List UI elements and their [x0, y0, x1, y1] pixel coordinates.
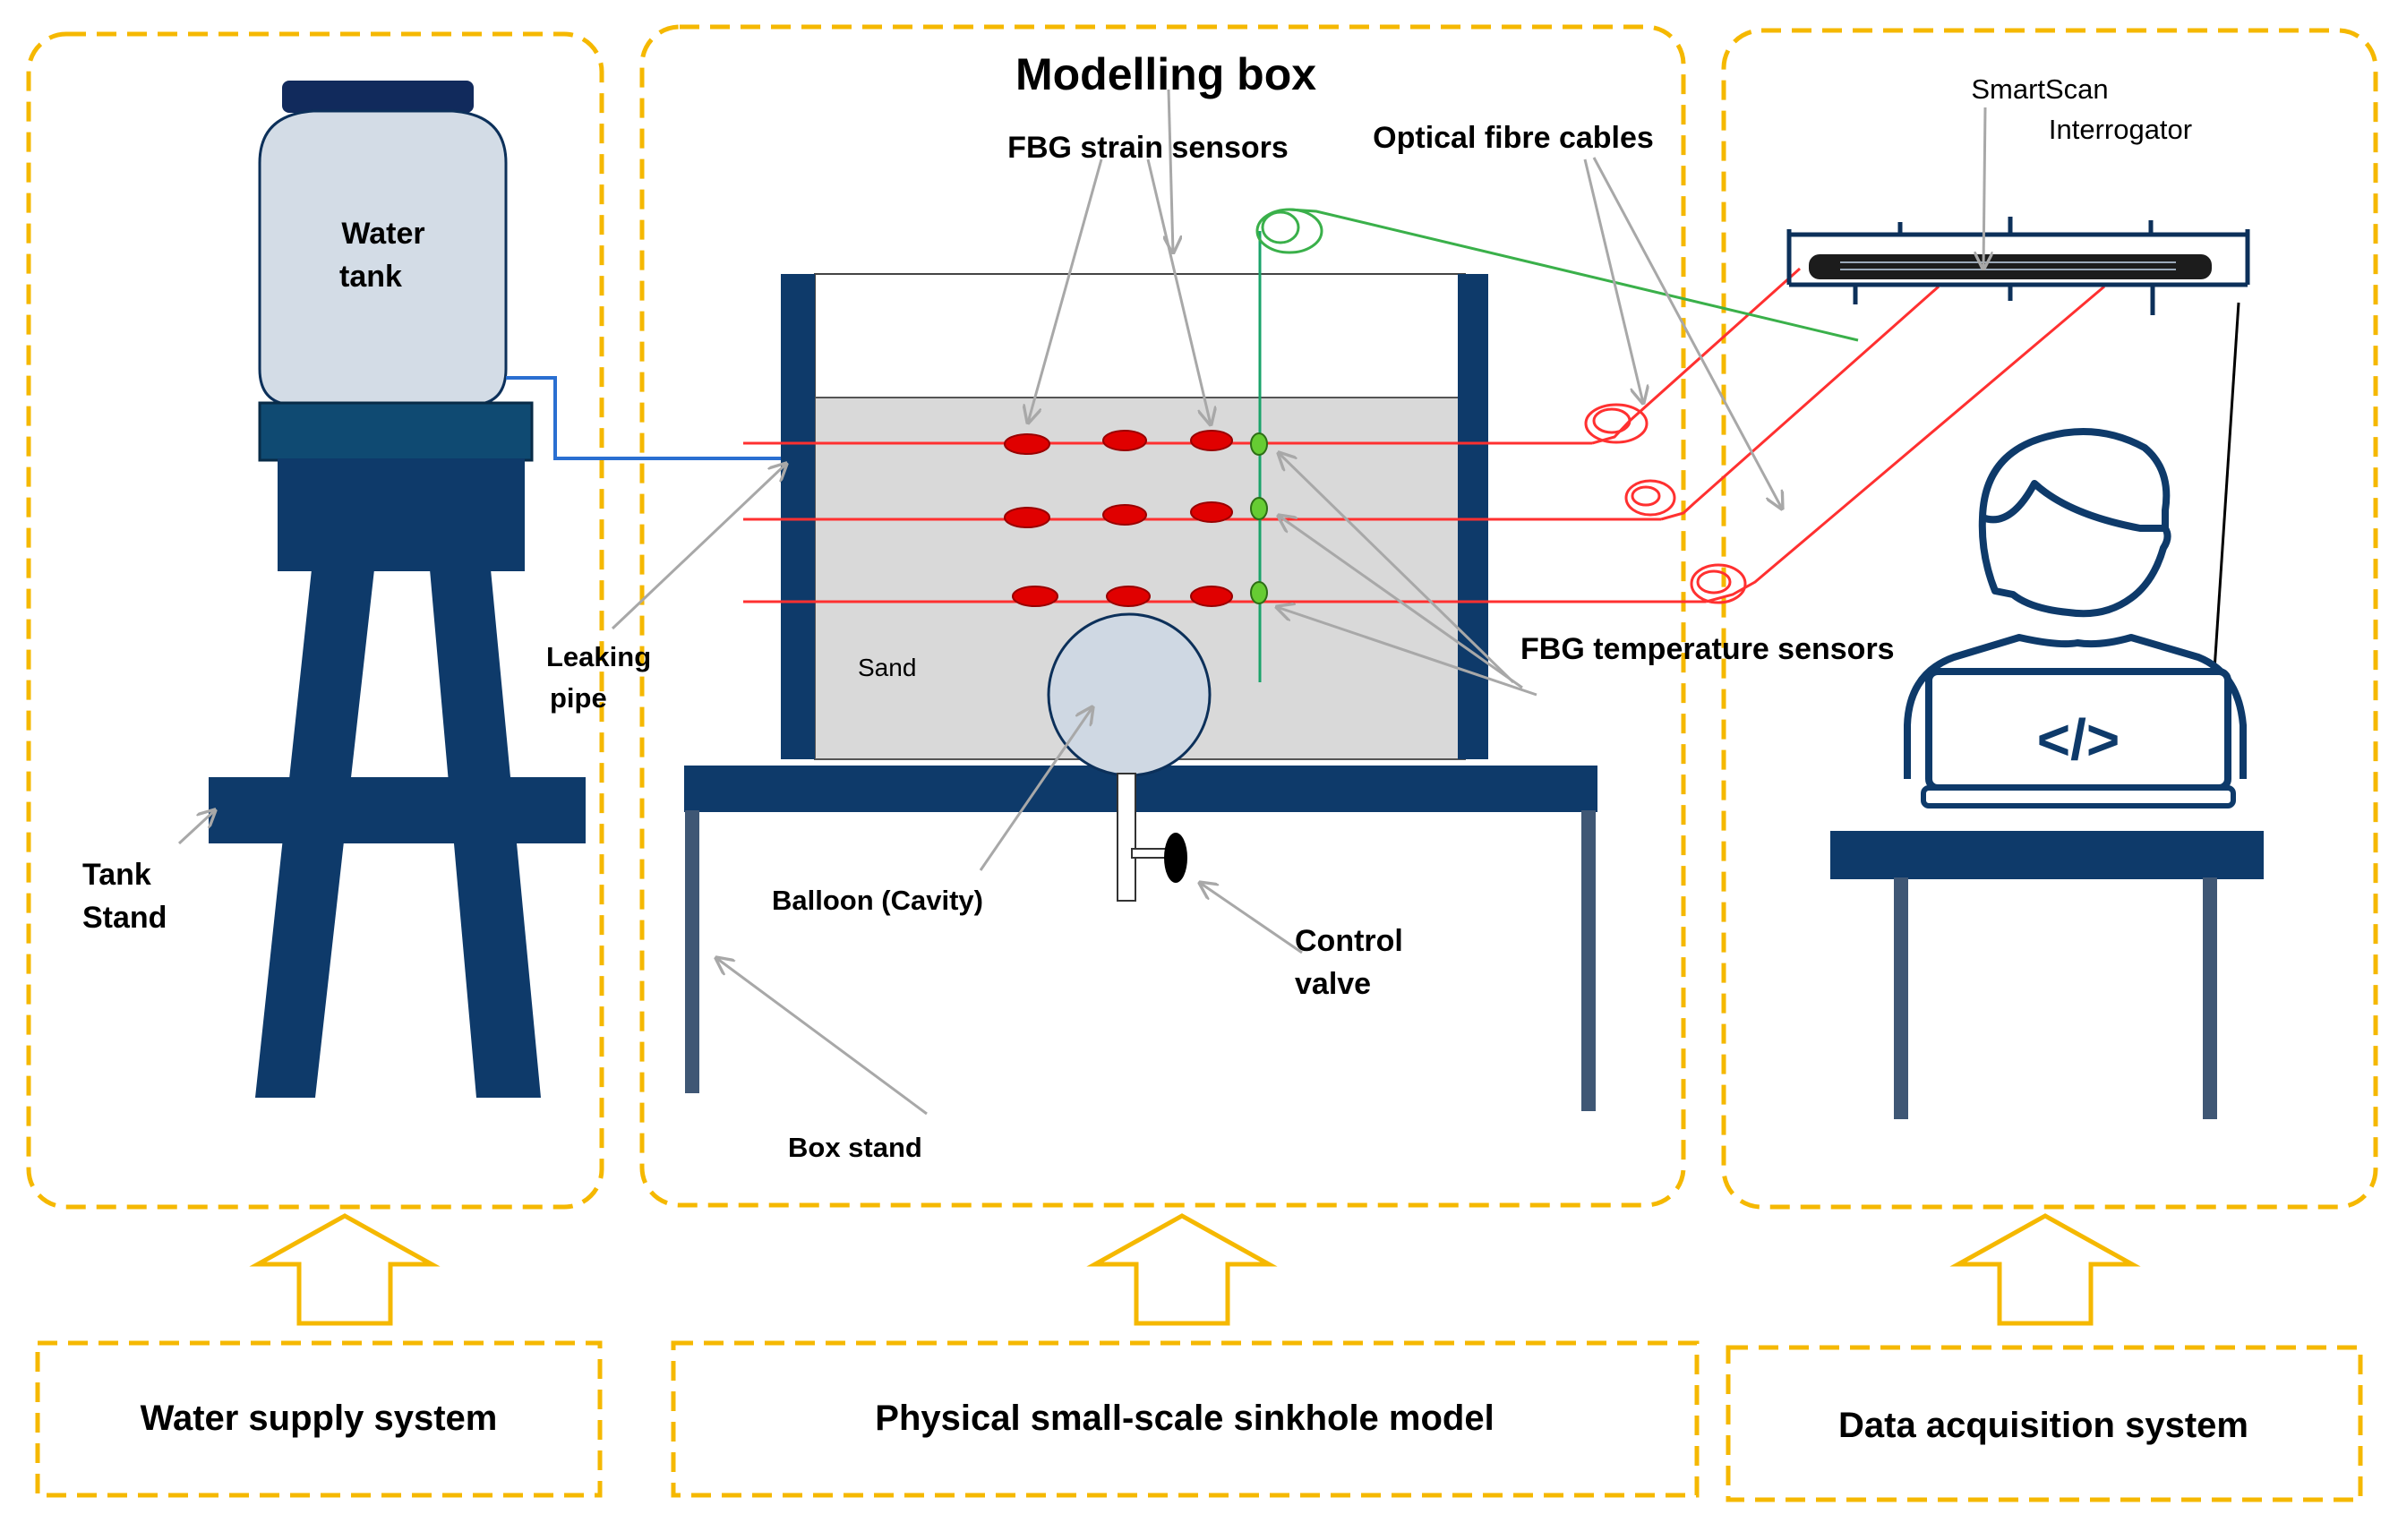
labels: Modelling box FBG strain sensors Optical…	[82, 49, 2248, 1445]
desk-top	[1830, 831, 2264, 879]
data-acquisition-group: </>	[1786, 217, 2264, 1119]
tank-stand-label-1: Tank	[82, 858, 151, 892]
frame-system-model	[671, 1340, 1700, 1498]
strain-sensor	[1102, 504, 1147, 526]
strain-sensors	[1004, 430, 1233, 607]
stand-crossbar	[209, 777, 586, 843]
stand-block	[278, 458, 525, 571]
section-frames	[26, 24, 2378, 1502]
system-label-daq: Data acquisition system	[1838, 1406, 2248, 1445]
strain-sensor	[1102, 430, 1147, 451]
strain-sensor	[1190, 586, 1233, 607]
balloon-label: Balloon (Cavity)	[772, 885, 983, 916]
interrogator-label-2: Interrogator	[2049, 114, 2192, 145]
up-arrow-daq	[1949, 1213, 2141, 1326]
box-wall-left	[781, 274, 815, 759]
tank-stand-label-2: Stand	[82, 901, 167, 935]
table-leg-right	[1581, 810, 1596, 1111]
strain-sensor	[1012, 586, 1058, 607]
interrogator-label-1: SmartScan	[1971, 73, 2108, 105]
strain-sensor	[1004, 433, 1050, 455]
water-tank-label-2: tank	[339, 260, 402, 294]
leaking-pipe-label-1: Leaking	[546, 641, 651, 672]
temperature-sensor	[1250, 497, 1268, 520]
system-label-water: Water supply system	[141, 1399, 498, 1438]
system-label-model: Physical small-scale sinkhole model	[875, 1399, 1494, 1438]
strain-sensor	[1106, 586, 1151, 607]
annotation-arrows	[177, 89, 1985, 1116]
leaking-pipe-label-2: pipe	[550, 682, 607, 714]
stand-top-plate	[258, 401, 534, 462]
laptop-base	[1921, 785, 2236, 808]
up-arrow-water	[249, 1213, 441, 1326]
fbg-temperature-label: FBG temperature sensors	[1520, 632, 1895, 666]
frame-data-acquisition	[1721, 28, 2378, 1210]
tank-lid	[282, 81, 474, 113]
strain-sensor	[1190, 430, 1233, 451]
strain-sensor	[1190, 501, 1233, 523]
desk-leg-left	[1894, 877, 1908, 1119]
temperature-sensors	[1250, 432, 1268, 604]
water-tank-label-1: Water	[341, 217, 424, 251]
frame-modelling-box	[639, 24, 1686, 1208]
box-wall-right	[1458, 274, 1488, 759]
up-arrow-model	[1086, 1213, 1278, 1326]
control-valve-label-1: Control	[1295, 924, 1403, 958]
frame-system-water	[35, 1340, 603, 1498]
temperature-sensor	[1250, 581, 1268, 604]
desk-leg-right	[2203, 877, 2217, 1119]
table-leg-left	[685, 810, 699, 1093]
modelling-box-group	[684, 208, 2105, 1111]
frame-system-daq	[1726, 1345, 2363, 1502]
sand-label: Sand	[858, 654, 916, 681]
box-stand-label: Box stand	[788, 1132, 922, 1163]
control-valve-label-2: valve	[1295, 967, 1371, 1001]
interrogator	[1786, 217, 2250, 315]
water-tank	[258, 109, 508, 406]
valve-handle	[1164, 833, 1187, 883]
temperature-sensor	[1250, 432, 1268, 456]
up-arrows	[249, 1213, 2141, 1326]
interrogator-slots	[1840, 261, 2176, 270]
optical-fibre-label: Optical fibre cables	[1373, 121, 1654, 155]
interrogator-body	[1809, 254, 2212, 279]
balloon-cavity	[1047, 612, 1212, 777]
code-symbol: </>	[2037, 707, 2120, 772]
strain-sensor	[1004, 507, 1050, 528]
fbg-strain-label: FBG strain sensors	[1007, 131, 1289, 165]
green-coil-inner	[1261, 210, 1300, 244]
green-fibre-line	[1289, 208, 1859, 342]
valve-pipe	[1117, 773, 1136, 902]
frame-water-supply	[26, 31, 604, 1210]
diagram-title: Modelling box	[1015, 49, 1316, 99]
